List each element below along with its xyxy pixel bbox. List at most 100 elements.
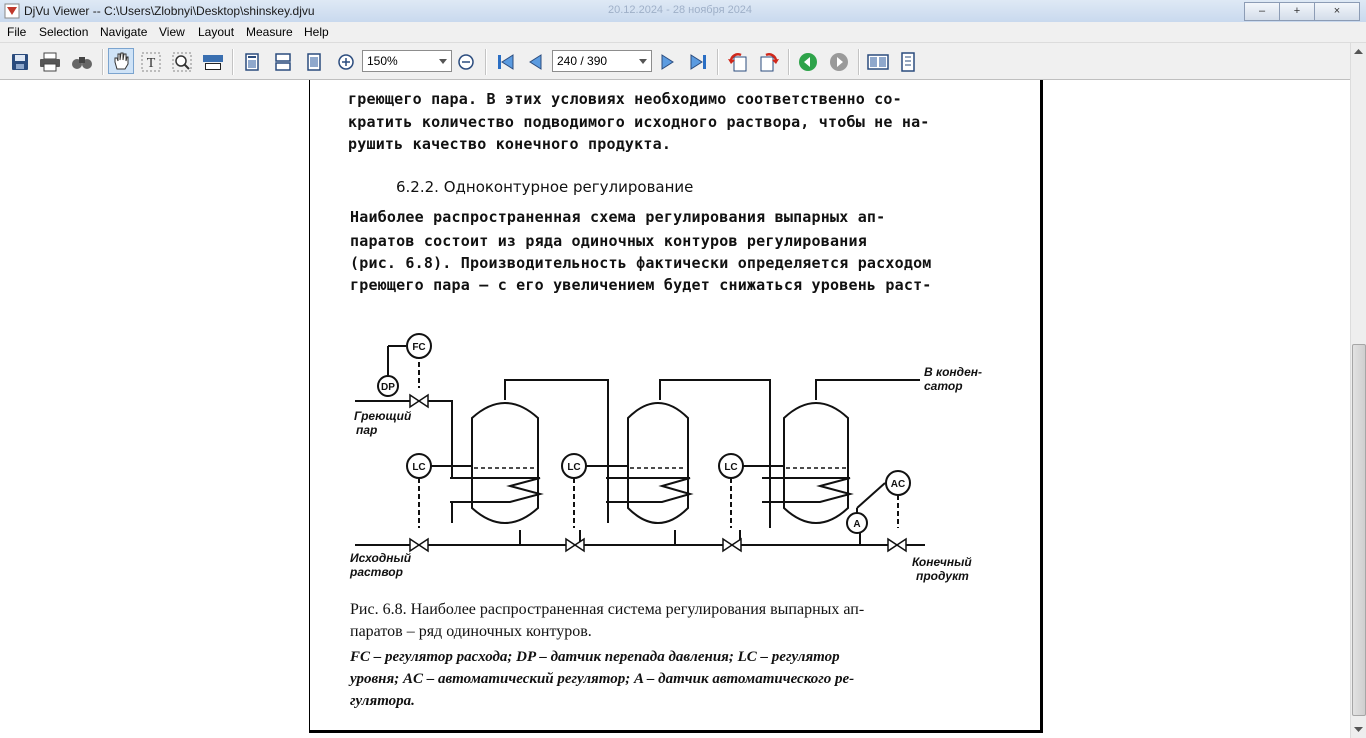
condenser-label-1: В конден- — [924, 365, 982, 379]
single-page-button[interactable] — [240, 50, 264, 74]
rotate-left-icon — [728, 53, 747, 72]
menu-bar: File Selection Navigate View Layout Meas… — [0, 22, 1366, 43]
vertical-scrollbar[interactable] — [1350, 43, 1366, 738]
product-label-1: Конечный — [912, 555, 972, 569]
find-icon — [72, 57, 92, 69]
zoom-combo[interactable] — [362, 50, 452, 72]
document-viewer[interactable]: греющего пара. В этих условиях необходим… — [0, 80, 1350, 738]
lc-label-2: LC — [567, 462, 580, 473]
window-ghost-title: 20.12.2024 - 28 ноября 2024 — [608, 4, 753, 16]
last-page-icon — [690, 54, 706, 70]
page-combo[interactable] — [552, 50, 652, 72]
page-text-line: (рис. 6.8). Производительность фактическ… — [350, 254, 932, 272]
feed-label-1: Исходный — [350, 551, 412, 565]
page-input[interactable] — [553, 51, 641, 71]
ac-label: AC — [891, 479, 905, 490]
next-page-button[interactable] — [655, 50, 679, 74]
figure-caption: Рис. 6.8. Наиболее распространенная сист… — [350, 601, 865, 618]
page-text-line: греющего пара. В этих условиях необходим… — [348, 90, 902, 108]
back-button[interactable] — [796, 50, 820, 74]
zoom-select-button[interactable] — [170, 50, 194, 74]
prev-page-icon — [529, 54, 542, 70]
page-text-line: греющего пара – с его увеличением будет … — [350, 276, 932, 294]
zoom-input[interactable] — [363, 51, 441, 71]
rotate-right-button[interactable] — [757, 50, 781, 74]
next-page-icon — [661, 54, 674, 70]
figure-legend: уровня; AC – автоматический регулятор; A… — [350, 671, 855, 687]
figure-caption: паратов – ряд одиночных контуров. — [350, 623, 592, 640]
maximize-button[interactable]: + — [1279, 2, 1315, 21]
product-label-2: продукт — [916, 569, 969, 583]
hand-tool-button[interactable] — [108, 48, 134, 74]
scroll-down-icon[interactable] — [1351, 721, 1366, 738]
djvu-app-icon — [4, 3, 20, 19]
page-text-line: рушить качество конечного продукта. — [348, 135, 672, 153]
page-text-line: Наиболее распространенная схема регулиро… — [350, 208, 886, 226]
evaporator-control-diagram: FC DP LC LC LC AC A Греющий пар Исходный… — [349, 333, 982, 583]
lc-label-3: LC — [724, 462, 737, 473]
print-icon — [40, 52, 60, 72]
continuous-button[interactable] — [271, 50, 295, 74]
page-text-line: паратов состоит из ряда одиночных контур… — [350, 232, 867, 250]
menu-help[interactable]: Help — [304, 25, 329, 39]
zoom-in-icon — [338, 54, 354, 70]
bookmarks-icon — [901, 52, 915, 72]
menu-layout[interactable]: Layout — [198, 25, 235, 39]
zoom-out-icon — [458, 54, 474, 70]
fc-label: FC — [412, 342, 425, 353]
steam-label-1: Греющий — [354, 409, 412, 423]
back-icon — [799, 53, 817, 71]
first-page-button[interactable] — [494, 50, 518, 74]
menu-file[interactable]: File — [7, 25, 27, 39]
text-select-icon: T — [141, 52, 161, 72]
svg-text:T: T — [147, 56, 156, 71]
dp-label: DP — [381, 382, 395, 393]
ruler-icon — [203, 55, 223, 70]
chevron-down-icon[interactable] — [435, 51, 451, 71]
facing-pages-button[interactable] — [302, 50, 326, 74]
close-button[interactable]: × — [1314, 2, 1360, 21]
rotate-left-button[interactable] — [726, 50, 750, 74]
menu-view[interactable]: View — [159, 25, 185, 39]
document-page: греющего пара. В этих условиях необходим… — [309, 80, 1043, 733]
zoom-in-button[interactable] — [334, 50, 358, 74]
print-button[interactable] — [38, 50, 62, 74]
forward-icon — [830, 53, 848, 71]
menu-selection[interactable]: Selection — [39, 25, 89, 39]
ruler-button[interactable] — [201, 50, 225, 74]
zoom-select-icon — [172, 52, 192, 72]
first-page-icon — [498, 54, 514, 70]
bookmarks-button[interactable] — [896, 50, 920, 74]
toolbar: T — [0, 43, 1366, 80]
zoom-out-button[interactable] — [454, 50, 478, 74]
menu-navigate[interactable]: Navigate — [100, 25, 148, 39]
continuous-icon — [275, 53, 291, 71]
menu-measure[interactable]: Measure — [246, 25, 293, 39]
facing-pages-icon — [307, 53, 321, 71]
last-page-button[interactable] — [686, 50, 710, 74]
page-text-line: кратить количество подводимого исходного… — [348, 113, 930, 131]
rotate-right-icon — [760, 53, 779, 72]
steam-label-2: пар — [356, 423, 377, 437]
feed-label-2: раствор — [349, 565, 403, 579]
thumbnails-button[interactable] — [866, 50, 890, 74]
find-button[interactable] — [70, 50, 94, 74]
a-label: A — [853, 519, 860, 530]
lc-label-1: LC — [412, 462, 425, 473]
hand-icon — [114, 52, 129, 70]
save-button[interactable] — [8, 50, 32, 74]
text-select-button[interactable]: T — [139, 50, 163, 74]
chevron-down-icon[interactable] — [635, 51, 651, 71]
single-page-icon — [245, 53, 259, 71]
section-heading: 6.2.2. Одноконтурное регулирование — [396, 178, 694, 196]
minimize-button[interactable]: – — [1244, 2, 1280, 21]
thumbnails-icon — [867, 54, 889, 70]
scroll-thumb[interactable] — [1352, 344, 1366, 716]
figure-legend: гулятора. — [350, 693, 415, 709]
scroll-up-icon[interactable] — [1351, 43, 1366, 60]
title-bar: DjVu Viewer -- C:\Users\Zlobnyi\Desktop\… — [0, 0, 1366, 23]
forward-button[interactable] — [827, 50, 851, 74]
prev-page-button[interactable] — [524, 50, 548, 74]
condenser-label-2: сатор — [924, 379, 963, 393]
window-title: DjVu Viewer -- C:\Users\Zlobnyi\Desktop\… — [24, 4, 315, 18]
